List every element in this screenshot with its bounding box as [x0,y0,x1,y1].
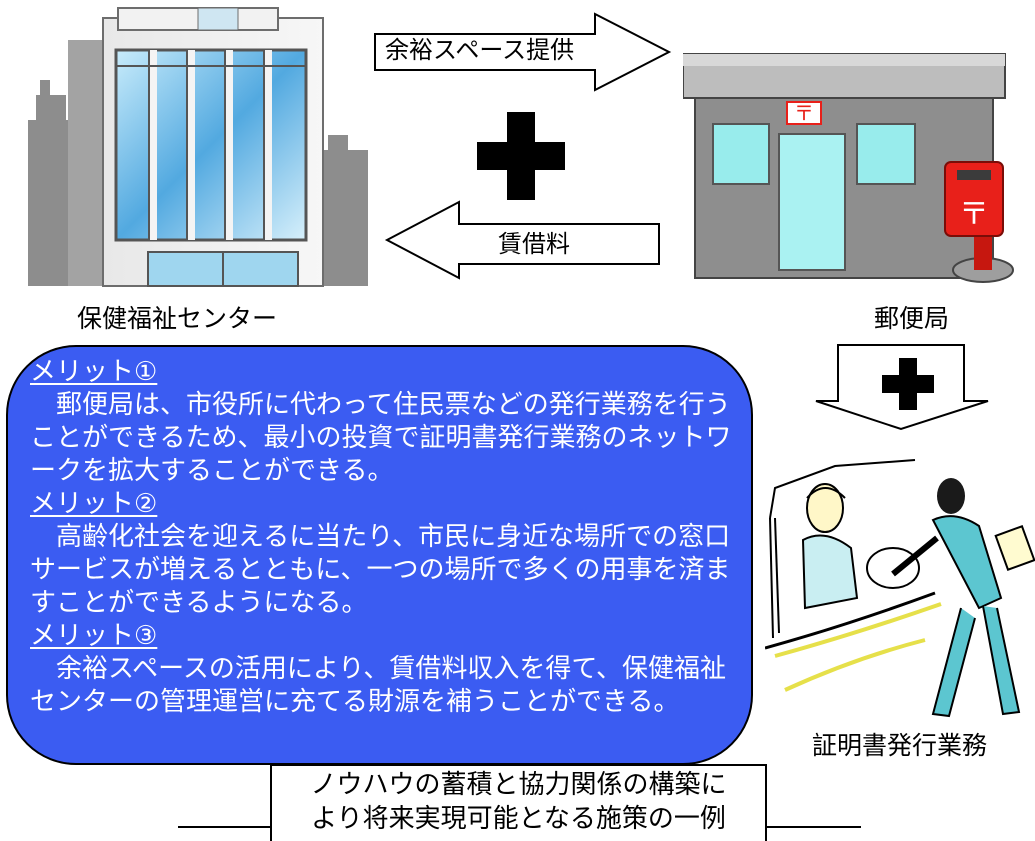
bottom-left-line [178,826,272,828]
health-center-label: 保健福祉センター [77,304,278,333]
arrow-right-label: 余裕スペース提供 [385,36,575,64]
plus-icon-small [882,358,934,410]
arrow-right-shape [374,12,672,92]
post-office-label: 郵便局 [874,304,950,333]
merits-list: メリット① 郵便局は、市役所に代わって住民票などの発行業務を行うことができるため… [30,356,745,719]
bottom-right-line [765,826,861,828]
arrow-left-label: 賃借料 [498,230,570,258]
health-center-building-illustration [28,7,368,287]
counter-service-illustration [765,459,1035,718]
post-office-illustration: 〒 〒 [683,53,1014,283]
merits-panel [6,345,753,765]
plus-icon [477,112,565,200]
cert-issuance-label: 証明書発行業務 [812,731,988,760]
arrow-left-shape [384,200,660,280]
merit-3-body: 余裕スペースの活用により、賃借料収入を得て、保健福祉センターの管理運営に充てる財… [30,654,727,717]
future-measure-line-2: より将来実現可能となる施策の一例 [311,804,726,834]
future-measure-box [270,764,767,841]
svg-text:〒: 〒 [959,197,989,232]
future-measure-text: ノウハウの蓄積と協力関係の構築に より将来実現可能となる施策の一例 [272,768,765,836]
merit-1-heading: メリット① [30,357,158,387]
merit-2-heading: メリット② [30,489,158,519]
merit-2-body: 高齢化社会を迎えるに当たり、市民に身近な場所での窓口サービスが増えるとともに、一… [30,522,731,618]
future-measure-line-1: ノウハウの蓄積と協力関係の構築に [310,770,727,800]
merit-1-body: 郵便局は、市役所に代わって住民票などの発行業務を行うことができるため、最小の投資… [30,390,732,486]
svg-text:〒: 〒 [794,101,814,125]
merit-3-heading: メリット③ [30,621,158,651]
